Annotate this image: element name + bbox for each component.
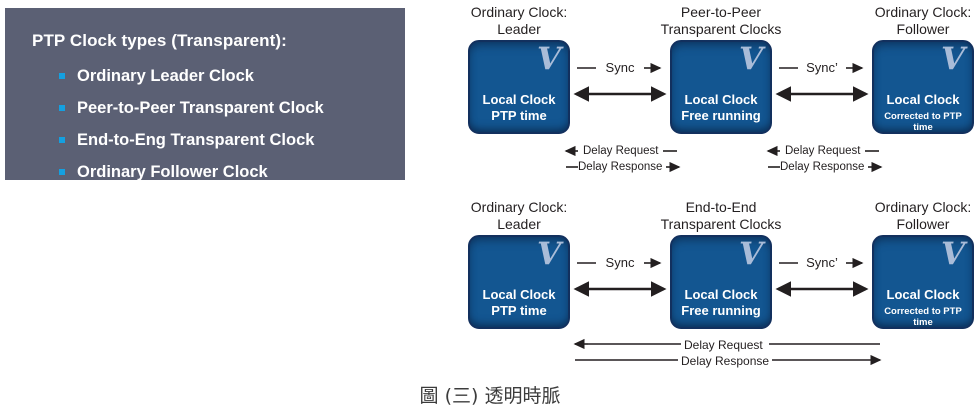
row1-clock-box-follower: V Local Clock Corrected to PTP time bbox=[872, 40, 974, 134]
box-line-2: Corrected to PTP time bbox=[884, 111, 962, 133]
clock-type-list: Ordinary Leader Clock Peer-to-Peer Trans… bbox=[51, 60, 324, 188]
row2-sync-label-1: Sync bbox=[605, 255, 635, 270]
bullet-icon bbox=[59, 105, 65, 111]
box-line-1: Local Clock bbox=[482, 92, 556, 107]
vendor-v-icon: V bbox=[536, 41, 561, 77]
row2-delay-response: Delay Response bbox=[681, 354, 770, 368]
row1-delay-request-2: Delay Request bbox=[785, 145, 861, 157]
row2-delay-request: Delay Request bbox=[684, 338, 763, 352]
row1-title-transparent: Peer-to-Peer Transparent Clocks bbox=[660, 4, 782, 37]
list-item-label: End-to-Eng Transparent Clock bbox=[77, 131, 315, 149]
list-item: Ordinary Leader Clock bbox=[51, 60, 324, 92]
row1-clock-box-leader: V Local Clock PTP time bbox=[468, 40, 570, 134]
bullet-icon bbox=[59, 169, 65, 175]
box-line-1: Local Clock bbox=[684, 92, 758, 107]
vendor-v-icon: V bbox=[940, 236, 965, 272]
vendor-v-icon: V bbox=[536, 236, 561, 272]
box-line-1: Local Clock bbox=[482, 287, 556, 302]
list-item-label: Peer-to-Peer Transparent Clock bbox=[77, 99, 324, 117]
vendor-v-icon: V bbox=[738, 236, 763, 272]
ptp-clock-types-panel: PTP Clock types (Transparent): Ordinary … bbox=[5, 8, 405, 181]
box-line-2: Free running bbox=[681, 108, 761, 123]
box-line-1: Local Clock bbox=[886, 92, 960, 107]
figure-caption: 圖 (三) 透明時脈 bbox=[419, 385, 561, 407]
panel-title: PTP Clock types (Transparent): bbox=[32, 31, 287, 50]
box-line-2: PTP time bbox=[491, 303, 547, 318]
row2-clock-box-transparent: V Local Clock Free running bbox=[670, 235, 772, 329]
bullet-icon bbox=[59, 137, 65, 143]
box-line-1: Local Clock bbox=[886, 287, 960, 302]
list-item-label: Ordinary Follower Clock bbox=[77, 163, 268, 181]
list-item: Ordinary Follower Clock bbox=[51, 156, 324, 188]
row2-clock-box-leader: V Local Clock PTP time bbox=[468, 235, 570, 329]
box-line-2: Corrected to PTP time bbox=[884, 306, 962, 328]
row1-delay-response-2: Delay Response bbox=[780, 161, 865, 173]
row1-title-leader: Ordinary Clock: Leader bbox=[470, 4, 568, 37]
row1-delay-response-1: Delay Response bbox=[578, 161, 663, 173]
box-line-2: Free running bbox=[681, 303, 761, 318]
box-line-1: Local Clock bbox=[684, 287, 758, 302]
row2-sync-label-2: Sync’ bbox=[806, 255, 838, 270]
vendor-v-icon: V bbox=[940, 41, 965, 77]
row1-clock-box-transparent: V Local Clock Free running bbox=[670, 40, 772, 134]
row1-title-follower: Ordinary Clock: Follower bbox=[874, 4, 972, 37]
box-line-2: PTP time bbox=[491, 108, 547, 123]
list-item-label: Ordinary Leader Clock bbox=[77, 67, 254, 85]
row2-title-follower: Ordinary Clock: Follower bbox=[874, 199, 972, 232]
list-item: Peer-to-Peer Transparent Clock bbox=[51, 92, 324, 124]
row2-title-leader: Ordinary Clock: Leader bbox=[470, 199, 568, 232]
list-item: End-to-Eng Transparent Clock bbox=[51, 124, 324, 156]
row1-sync-label-1: Sync bbox=[605, 60, 635, 75]
row1-sync-label-2: Sync’ bbox=[806, 60, 838, 75]
row2-clock-box-follower: V Local Clock Corrected to PTP time bbox=[872, 235, 974, 329]
vendor-v-icon: V bbox=[738, 41, 763, 77]
bullet-icon bbox=[59, 73, 65, 79]
row1-delay-request-1: Delay Request bbox=[583, 145, 659, 157]
row2-title-transparent: End-to-End Transparent Clocks bbox=[660, 199, 782, 232]
